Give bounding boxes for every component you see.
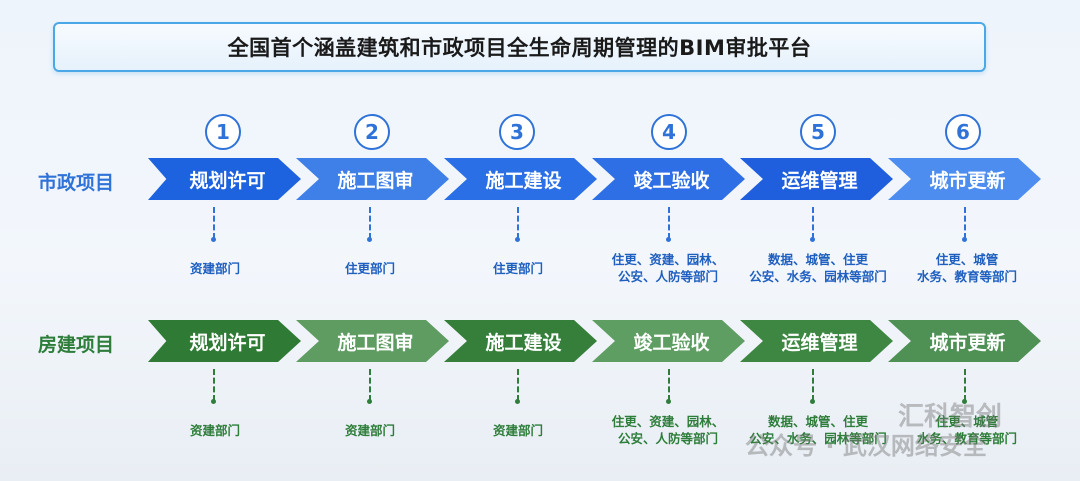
- connector-dot: [515, 237, 520, 242]
- page-title-box: 全国首个涵盖建筑和市政项目全生命周期管理的BIM审批平台: [53, 22, 986, 72]
- row-label-building: 房建项目: [38, 334, 115, 356]
- step-circle-1: 1: [205, 114, 241, 150]
- step-circle-5: 5: [800, 114, 836, 150]
- connector-line: [964, 369, 966, 401]
- municipal-dept-acceptance: 住更、资建、园林、公安、人防等部门: [611, 252, 725, 284]
- connector-dot: [810, 399, 815, 404]
- connector-line: [517, 207, 519, 239]
- connector-dot: [666, 237, 671, 242]
- building-dept-drawing-review: 资建部门: [344, 423, 395, 438]
- connector-dot: [367, 237, 372, 242]
- connector-line: [369, 369, 371, 401]
- connector-dot: [211, 237, 216, 242]
- building-dept-planning: 资建部门: [189, 423, 240, 438]
- connector-line: [213, 369, 215, 401]
- municipal-dept-planning: 资建部门: [189, 261, 240, 276]
- municipal-stage-operations[interactable]: 运维管理: [740, 158, 893, 200]
- building-stage-drawing-review[interactable]: 施工图审: [296, 320, 449, 362]
- municipal-dept-construction: 住更部门: [492, 261, 543, 276]
- connector-line: [668, 369, 670, 401]
- municipal-dept-operations: 数据、城管、住更公安、水务、园林等部门: [749, 252, 887, 284]
- step-circle-2: 2: [354, 114, 390, 150]
- building-dept-renewal: 住更、城管水务、教育等部门: [916, 414, 1017, 446]
- municipal-dept-renewal: 住更、城管水务、教育等部门: [916, 252, 1017, 284]
- building-stage-renewal[interactable]: 城市更新: [888, 320, 1041, 362]
- step-circle-6: 6: [945, 114, 981, 150]
- connector-dot: [962, 399, 967, 404]
- connector-line: [964, 207, 966, 239]
- municipal-stage-construction[interactable]: 施工建设: [444, 158, 597, 200]
- step-circle-4: 4: [651, 114, 687, 150]
- connector-dot: [211, 399, 216, 404]
- building-dept-operations: 数据、城管、住更公安、水务、园林等部门: [749, 414, 887, 446]
- connector-line: [668, 207, 670, 239]
- step-circle-3: 3: [499, 114, 535, 150]
- connector-dot: [367, 399, 372, 404]
- connector-line: [812, 207, 814, 239]
- connector-dot: [666, 399, 671, 404]
- municipal-dept-drawing-review: 住更部门: [344, 261, 395, 276]
- building-dept-acceptance: 住更、资建、园林、公安、人防等部门: [611, 414, 725, 446]
- connector-dot: [962, 237, 967, 242]
- municipal-stage-drawing-review[interactable]: 施工图审: [296, 158, 449, 200]
- page-title: 全国首个涵盖建筑和市政项目全生命周期管理的BIM审批平台: [227, 36, 812, 60]
- row-label-municipal: 市政项目: [38, 172, 115, 194]
- watermark-brand: 汇科智创: [898, 402, 1003, 432]
- connector-line: [812, 369, 814, 401]
- connector-dot: [515, 399, 520, 404]
- connector-line: [369, 207, 371, 239]
- municipal-stage-acceptance[interactable]: 竣工验收: [592, 158, 745, 200]
- connector-line: [213, 207, 215, 239]
- building-stage-acceptance[interactable]: 竣工验收: [592, 320, 745, 362]
- building-dept-construction: 资建部门: [492, 423, 543, 438]
- connector-dot: [810, 237, 815, 242]
- building-stage-construction[interactable]: 施工建设: [444, 320, 597, 362]
- municipal-stage-renewal[interactable]: 城市更新: [888, 158, 1041, 200]
- building-stage-planning[interactable]: 规划许可: [148, 320, 301, 362]
- municipal-stage-planning[interactable]: 规划许可: [148, 158, 301, 200]
- connector-line: [517, 369, 519, 401]
- watermark-account: 公众号 · 武汉网络安全: [745, 432, 987, 460]
- building-stage-operations[interactable]: 运维管理: [740, 320, 893, 362]
